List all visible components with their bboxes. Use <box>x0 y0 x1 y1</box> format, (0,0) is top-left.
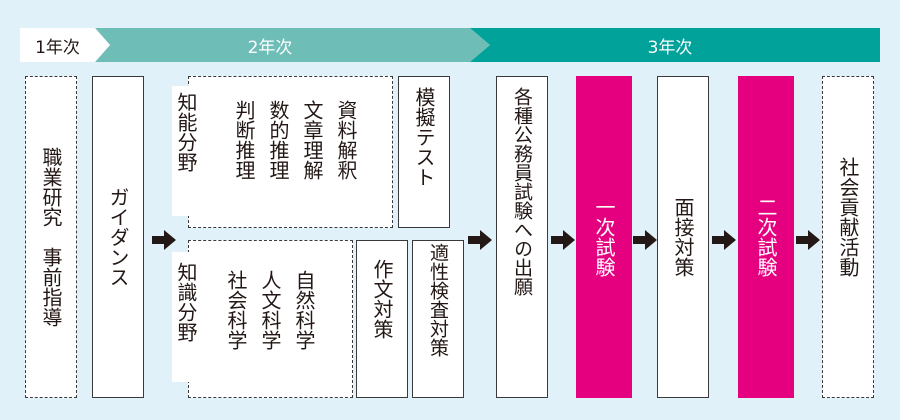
social-contribution-label: 社会貢献活動 <box>836 157 860 277</box>
natural-science-label: 自然科学 <box>292 270 316 350</box>
text-comprehension-label: 文章理解 <box>300 100 324 180</box>
second-exam-box: 二次試験 <box>738 76 794 398</box>
essay-prep-box: 作文対策 <box>356 240 408 398</box>
career-research-label: 職業研究 事前指導 <box>39 147 63 327</box>
aptitude-test-label: 適性検査対策 <box>427 243 449 357</box>
judgment-reasoning-label: 判断推理 <box>232 100 256 180</box>
application-box: 各種公務員試験への出願 <box>496 76 548 398</box>
knowledge-field-label: 知識分野 <box>174 262 198 342</box>
interview-prep-label: 面接対策 <box>671 197 695 277</box>
intelligence-area <box>188 76 393 228</box>
numerical-reasoning-label: 数的推理 <box>266 100 290 180</box>
timeline-bar <box>20 28 880 62</box>
mock-test-label: 模擬テスト <box>412 87 436 187</box>
knowledge-area <box>188 240 353 398</box>
second-exam-label: 二次試験 <box>754 197 778 277</box>
right-arrow-icon <box>468 230 492 250</box>
timeline-year2: 2年次 <box>247 37 293 58</box>
right-arrow-icon <box>712 230 736 250</box>
essay-prep-label: 作文対策 <box>370 259 394 339</box>
timeline-year3: 3年次 <box>647 37 693 58</box>
right-arrow-icon <box>796 230 820 250</box>
right-arrow-icon <box>152 230 176 250</box>
humanities-label: 人文科学 <box>258 270 282 350</box>
intelligence-field-label: 知能分野 <box>174 92 198 172</box>
guidance-box: ガイダンス <box>92 76 144 398</box>
first-exam-label: 一次試験 <box>592 197 616 277</box>
application-label: 各種公務員試験への出願 <box>511 87 533 296</box>
right-arrow-icon <box>551 230 575 250</box>
data-interpretation-label: 資料解釈 <box>334 100 358 180</box>
guidance-label: ガイダンス <box>106 187 130 287</box>
right-arrow-icon <box>633 230 657 250</box>
aptitude-test-box: 適性検査対策 <box>412 240 464 398</box>
mock-test-box: 模擬テスト <box>398 76 450 228</box>
first-exam-box: 一次試験 <box>576 76 632 398</box>
social-science-label: 社会科学 <box>224 270 248 350</box>
timeline-year1: 1年次 <box>35 37 80 58</box>
career-research-box: 職業研究 事前指導 <box>25 76 77 398</box>
interview-prep-box: 面接対策 <box>657 76 709 398</box>
social-contribution-box: 社会貢献活動 <box>822 76 874 398</box>
